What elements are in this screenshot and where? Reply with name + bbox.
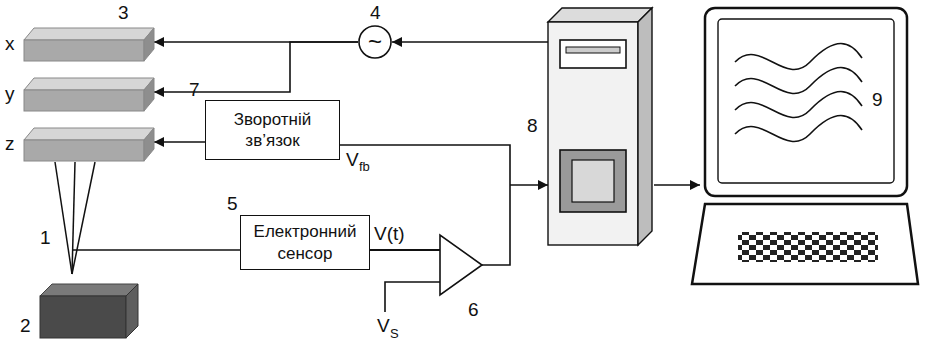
axis-label: z	[5, 132, 15, 156]
signal-name: V	[377, 316, 390, 335]
computer-side	[638, 8, 652, 245]
generator-symbol: ~	[368, 30, 382, 54]
plate-outline	[24, 78, 154, 112]
connector-arrow	[154, 141, 205, 143]
signal-arrow	[510, 184, 548, 186]
sample-front	[40, 296, 126, 338]
signal-name: V(t)	[374, 224, 405, 243]
screen	[718, 19, 894, 183]
signal-curve	[735, 116, 862, 142]
callout-number: 6	[468, 300, 479, 319]
signal-name: V	[346, 150, 359, 169]
laptop-base	[692, 204, 918, 284]
callout-number: 4	[370, 3, 381, 22]
plate-front	[24, 90, 144, 111]
signal-subscript: fb	[359, 160, 370, 173]
process-box: Зворотній зв’язок	[205, 100, 340, 160]
computer-front	[548, 22, 638, 245]
plate-side	[144, 28, 154, 61]
signal-subscript: S	[390, 327, 399, 340]
sample-top	[40, 284, 138, 296]
signal-curve	[735, 44, 862, 70]
amplifier-symbol	[440, 235, 482, 295]
computer-top	[548, 8, 652, 22]
callout-number: 8	[527, 116, 538, 135]
probe-line	[72, 162, 95, 274]
signal-curve	[735, 92, 862, 118]
plate-top	[24, 128, 154, 140]
plate-side	[144, 128, 154, 161]
piezo-plate: x	[24, 28, 154, 62]
probe-line	[72, 162, 75, 274]
drive-bay	[560, 150, 626, 212]
box-text: Електронний сенсор	[249, 221, 361, 264]
box-text: Зворотній зв’язок	[214, 109, 331, 152]
plate-top	[24, 78, 154, 90]
reference-wire	[385, 282, 440, 312]
plate-front	[24, 40, 144, 61]
piezo-plate: y	[24, 78, 154, 112]
plate-outline	[24, 128, 154, 162]
axis-label: y	[5, 82, 15, 106]
generator-circle: ~	[358, 25, 392, 59]
plate-outline	[24, 28, 154, 62]
drive-bay	[560, 40, 626, 68]
generator-outline	[359, 26, 391, 58]
plate-side	[144, 78, 154, 111]
piezo-plate: z	[24, 128, 154, 162]
callout-number: 7	[189, 80, 200, 99]
signal-curve	[735, 68, 862, 94]
probe-line	[55, 162, 72, 274]
callout-number: 9	[872, 90, 883, 109]
screen-frame	[705, 8, 907, 196]
control-arrow	[392, 41, 548, 43]
connector-arrow	[154, 42, 358, 92]
callout-number: 5	[227, 194, 238, 213]
drive-door	[572, 160, 614, 202]
drive-slot	[566, 47, 620, 53]
callout-number: 2	[20, 316, 31, 335]
signal-wire	[370, 249, 440, 251]
sample-side	[126, 284, 138, 338]
callout-number: 3	[118, 3, 129, 22]
plate-front	[24, 140, 144, 161]
process-box: Електронний сенсор	[240, 215, 370, 270]
display-arrow	[654, 184, 700, 186]
signal-wire	[73, 249, 240, 251]
plate-top	[24, 28, 154, 40]
keyboard	[738, 232, 878, 262]
callout-number: 1	[40, 228, 51, 247]
axis-label: x	[5, 32, 15, 56]
